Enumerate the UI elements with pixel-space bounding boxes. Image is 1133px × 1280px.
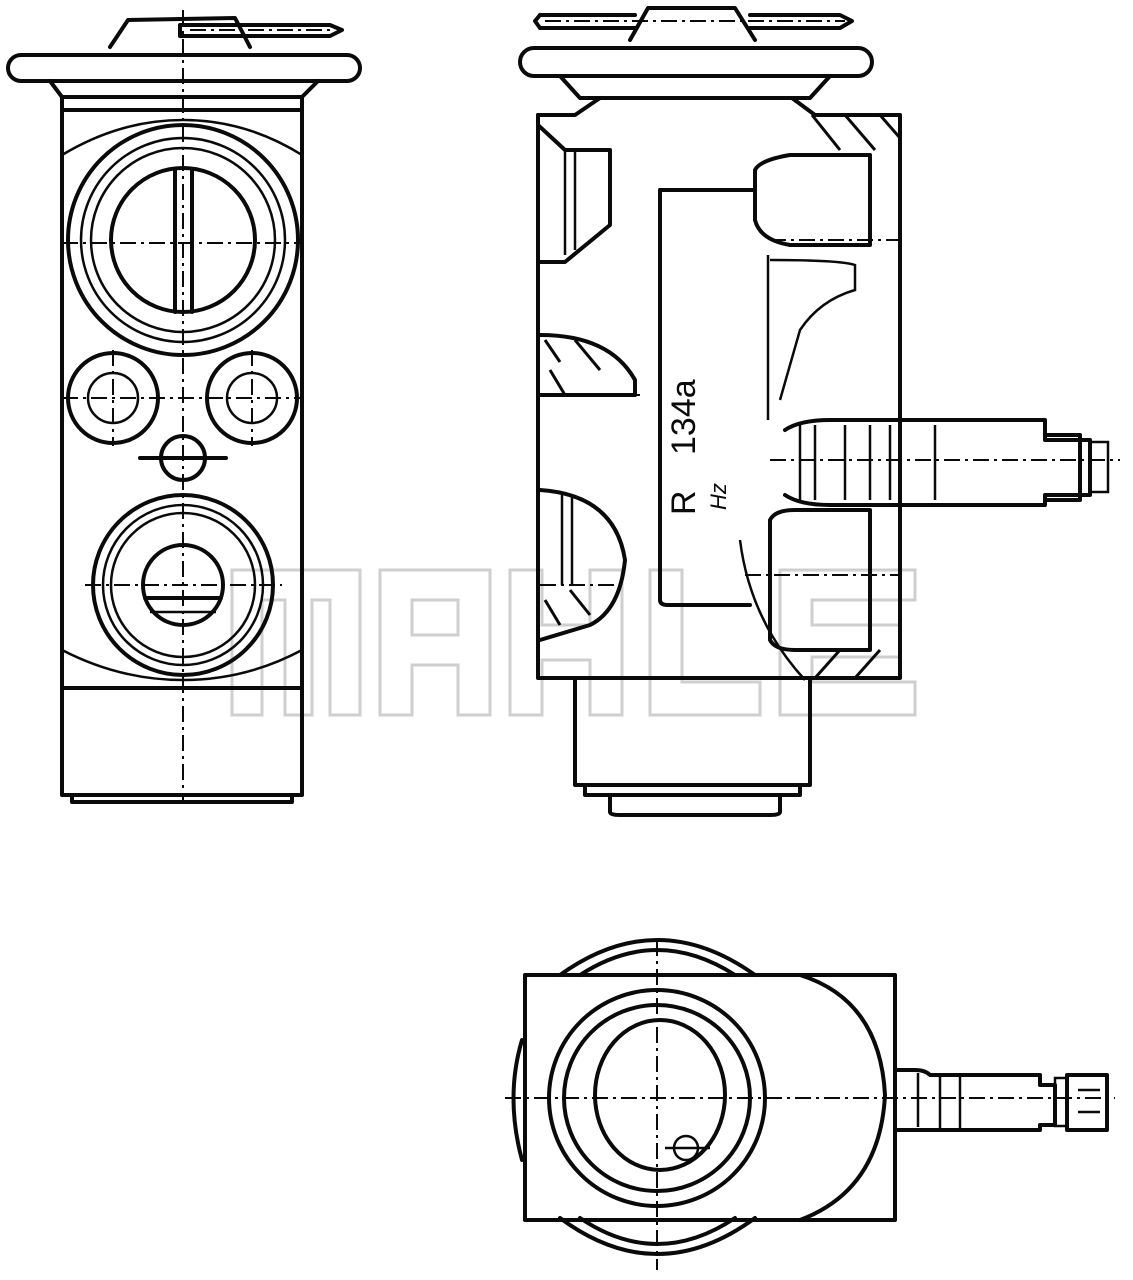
top-view [505,938,1115,1270]
refrigerant-code-label: 134a [665,379,703,455]
scribble-label: Hz [706,483,731,510]
refrigerant-label: R [665,490,703,515]
side-section-view: R 134a Hz [518,6,1120,817]
front-view [6,10,362,804]
